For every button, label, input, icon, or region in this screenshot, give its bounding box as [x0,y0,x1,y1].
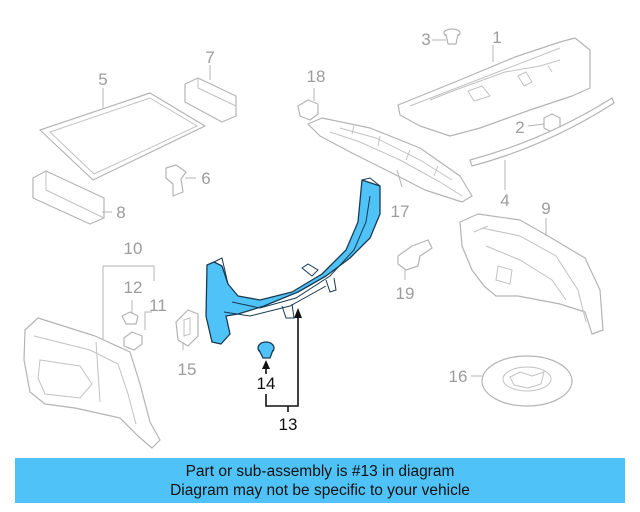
part-11-clip [123,331,143,351]
callout-4: 4 [500,191,509,210]
callout-13: 13 [279,415,298,434]
leader-lines [102,39,547,377]
part-1-package-tray [397,37,591,137]
parts-diagram: 1 2 3 4 5 6 7 8 9 10 11 12 13 14 15 16 1… [23,28,615,449]
banner-line-2: Diagram may not be specific to your vehi… [170,482,470,499]
leader-lines-13-14 [262,308,302,412]
callout-1: 1 [492,28,501,47]
part-19-bracket [397,239,433,271]
part-3-pin [443,28,461,45]
part-12-clip [121,311,139,325]
part-4-trim-strip [469,97,615,167]
callout-15: 15 [178,360,197,379]
callout-17: 17 [391,202,410,221]
callout-2: 2 [515,118,524,137]
banner-line-1: Part or sub-assembly is #13 in diagram [185,463,455,480]
callout-9: 9 [541,199,550,218]
callout-19: 19 [396,284,415,303]
callout-12: 12 [124,278,143,297]
callout-18: 18 [307,67,326,86]
part-13-sill-trim-panel [205,177,381,345]
callout-10: 10 [124,239,143,258]
callout-14: 14 [257,374,276,393]
part-8-strip [32,170,105,225]
part-10-quarter-trim [23,317,161,449]
callout-7: 7 [205,48,214,67]
callout-11: 11 [149,296,167,315]
part-16-tire-foam [481,355,573,407]
part-6-clip [165,164,187,197]
part-17-trim-panel [307,117,473,203]
part-9-quarter-trim [459,213,604,335]
callout-8: 8 [116,203,125,222]
callout-5: 5 [98,70,107,89]
info-banner: Part or sub-assembly is #13 in diagram D… [15,458,625,503]
part-5-cargo-mat [39,92,206,181]
callout-6: 6 [201,169,210,188]
callout-16: 16 [449,367,468,386]
part-15-clip [175,309,199,347]
callout-3: 3 [421,30,430,49]
part-7-bracket [184,77,237,123]
callout-labels: 1 2 3 4 5 6 7 8 9 10 11 12 13 14 15 16 1… [98,28,550,434]
part-18-clip [297,99,319,121]
part-14-clip [257,341,275,359]
